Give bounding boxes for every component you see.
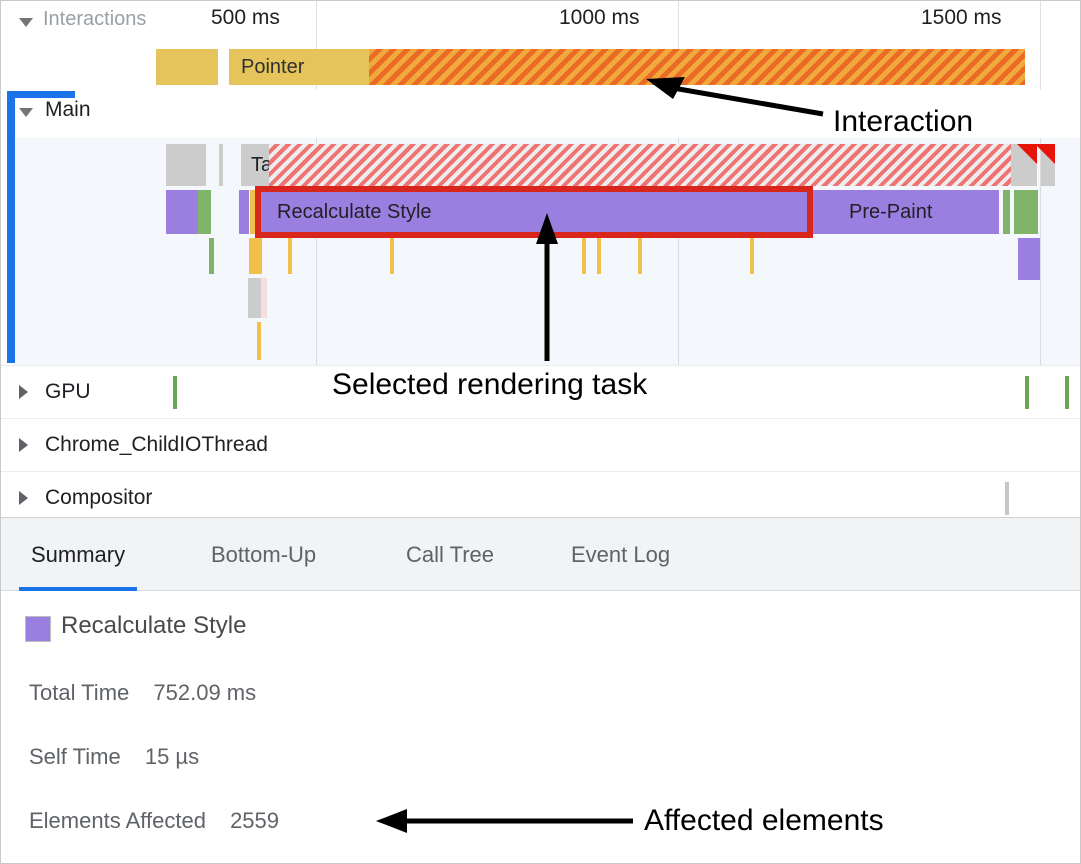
flame-block[interactable]: [166, 144, 206, 186]
summary-key: Self Time: [29, 744, 121, 769]
track-label-main: Main: [45, 98, 91, 121]
timeline-flamechart[interactable]: 500 ms 1000 ms 1500 ms Interactions Poin…: [1, 1, 1080, 517]
flame-block-pre-paint[interactable]: Pre-Paint: [829, 190, 999, 234]
flame-block[interactable]: [209, 238, 214, 274]
annotation-affected-elements: Affected elements: [644, 804, 884, 837]
gpu-event-mark[interactable]: [1025, 376, 1029, 409]
tab-label: Summary: [31, 541, 126, 567]
flame-block[interactable]: [219, 144, 223, 186]
summary-row-self-time: Self Time 15 µs: [29, 744, 199, 770]
compositor-event-mark[interactable]: [1005, 482, 1009, 515]
caret-right-icon[interactable]: [19, 438, 28, 452]
track-header-gpu[interactable]: GPU: [1, 365, 1080, 419]
flame-block[interactable]: [390, 238, 394, 274]
summary-key: Total Time: [29, 680, 130, 705]
long-task-warning-overlay: [269, 144, 1019, 186]
flame-gridline: [316, 138, 317, 365]
flame-block[interactable]: [1018, 238, 1040, 280]
summary-value: 752.09 ms: [153, 680, 257, 705]
flame-block[interactable]: [288, 238, 292, 274]
caret-right-icon[interactable]: [19, 491, 28, 505]
gpu-event-mark[interactable]: [173, 376, 177, 409]
track-header-compositor[interactable]: Compositor: [1, 471, 1080, 517]
track-label-chrome-childiothread: Chrome_ChildIOThread: [45, 433, 268, 456]
flame-block[interactable]: [597, 238, 601, 274]
annotation-selected-rendering-task: Selected rendering task: [332, 368, 648, 401]
flame-block[interactable]: [750, 238, 754, 274]
track-header-main[interactable]: Main: [1, 90, 1080, 138]
interaction-duration-striped[interactable]: [369, 49, 1025, 85]
caret-down-icon[interactable]: [19, 18, 33, 27]
caret-right-icon[interactable]: [19, 385, 28, 399]
flame-block[interactable]: [261, 278, 267, 318]
tab-event-log[interactable]: Event Log: [551, 518, 690, 591]
summary-value: 2559: [230, 808, 280, 833]
tab-call-tree[interactable]: Call Tree: [386, 518, 514, 591]
track-label-gpu: GPU: [45, 380, 91, 403]
flame-block[interactable]: [166, 190, 198, 234]
flame-block[interactable]: [638, 238, 642, 274]
caret-down-icon[interactable]: [19, 108, 33, 117]
warning-triangle-icon: [1017, 144, 1037, 164]
gpu-event-mark[interactable]: [1065, 376, 1069, 409]
interaction-event-label: Pointer: [241, 56, 305, 78]
tab-bottom-up[interactable]: Bottom-Up: [191, 518, 336, 591]
annotation-interaction: Interaction: [833, 105, 974, 138]
flame-gridline: [1040, 138, 1041, 365]
interactions-lane[interactable]: Pointer: [1, 44, 1080, 89]
flame-block[interactable]: [809, 190, 829, 234]
tab-label: Bottom-Up: [211, 541, 317, 567]
main-flamechart-rows[interactable]: Task Recalculate Style Pre-Paint: [15, 138, 1080, 365]
flame-block-recalculate-style[interactable]: Recalculate Style: [259, 190, 807, 234]
flame-block[interactable]: [239, 190, 249, 234]
summary-pane: [1, 591, 1080, 863]
event-color-swatch: [25, 616, 51, 642]
ruler-tick-label: 500 ms: [211, 6, 280, 29]
tab-summary[interactable]: Summary: [11, 518, 145, 591]
tab-label: Call Tree: [406, 541, 495, 567]
flame-block[interactable]: [249, 238, 262, 274]
details-tab-bar[interactable]: Summary Bottom-Up Call Tree Event Log: [1, 517, 1080, 591]
flame-block[interactable]: [250, 190, 259, 234]
flame-block[interactable]: [257, 322, 261, 360]
track-header-chrome-childiothread[interactable]: Chrome_ChildIOThread: [1, 418, 1080, 472]
ruler-tick-label: 1000 ms: [559, 6, 640, 29]
track-label-interactions: Interactions: [43, 8, 147, 30]
interaction-event-pointer[interactable]: Pointer: [229, 49, 369, 85]
flame-block-label: Recalculate Style: [277, 201, 432, 223]
track-label-compositor: Compositor: [45, 486, 153, 509]
interaction-event[interactable]: [156, 49, 218, 85]
tab-label: Event Log: [571, 541, 671, 567]
flame-block[interactable]: [198, 190, 211, 234]
flame-gridline: [678, 138, 679, 365]
flame-block-label: Pre-Paint: [849, 201, 933, 223]
flame-block[interactable]: [1035, 144, 1055, 186]
summary-key: Elements Affected: [29, 808, 206, 833]
summary-row-elements-affected: Elements Affected 2559: [29, 808, 279, 834]
track-header-interactions[interactable]: Interactions: [1, 1, 1080, 43]
flame-block[interactable]: [582, 238, 586, 274]
warning-triangle-icon: [1035, 144, 1055, 164]
flame-block[interactable]: [1011, 144, 1037, 186]
track-selected-indicator: [7, 91, 75, 363]
summary-event-title: Recalculate Style: [61, 612, 247, 639]
flame-block[interactable]: [1014, 190, 1038, 234]
flame-block[interactable]: [248, 278, 261, 318]
summary-row-total-time: Total Time 752.09 ms: [29, 680, 256, 706]
ruler-tick-label: 1500 ms: [921, 6, 1002, 29]
flame-block[interactable]: [1003, 190, 1010, 234]
summary-value: 15 µs: [144, 744, 200, 769]
